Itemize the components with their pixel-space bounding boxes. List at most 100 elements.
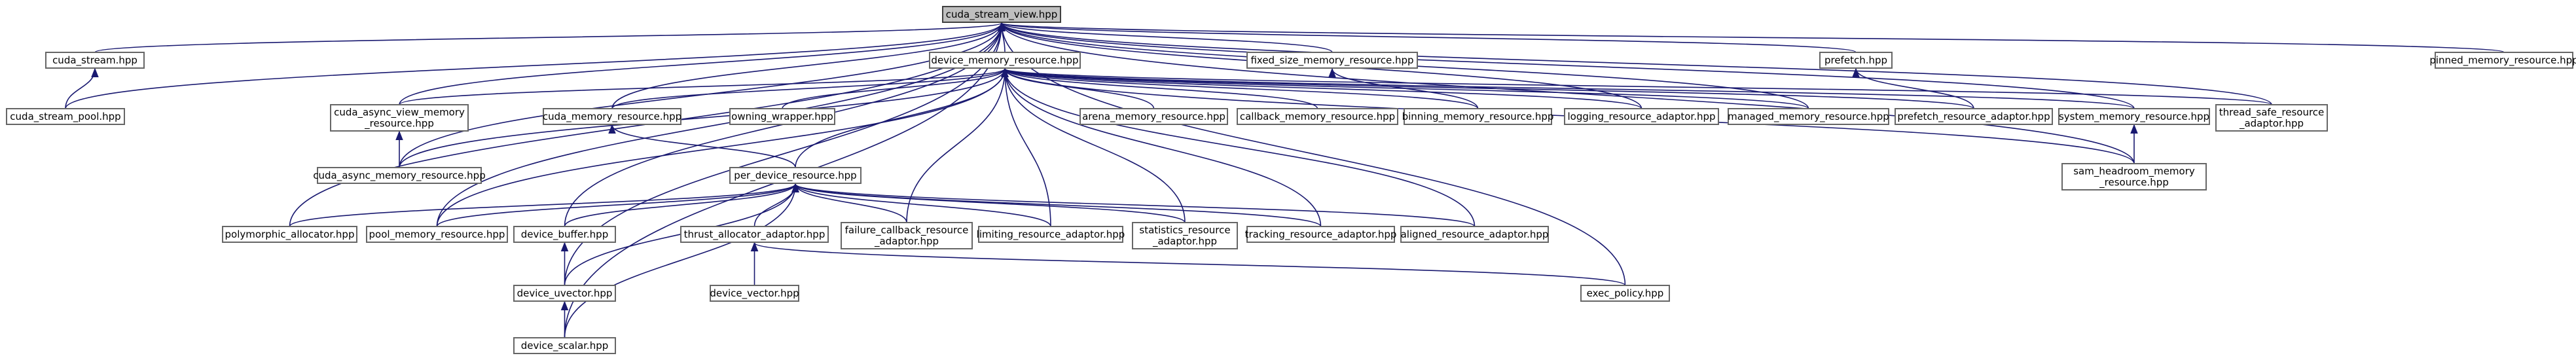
node-box (1246, 226, 1395, 243)
node-ow[interactable]: owning_wrapper.hpp (729, 108, 835, 125)
edge-lra-to-dmr (1001, 67, 1642, 109)
node-box (1404, 108, 1552, 125)
node-fsmr[interactable]: fixed_size_memory_resource.hpp (1246, 52, 1418, 69)
node-box (2215, 104, 2328, 132)
node-label: sam_headroom_memory (2073, 166, 2195, 178)
node-box (1132, 222, 1238, 249)
node-pf[interactable]: prefetch.hpp (1819, 52, 1893, 69)
edge-camr-to-dmr (399, 67, 1009, 168)
node-tsra[interactable]: thread_safe_resource_adaptor.hpp (2215, 104, 2328, 132)
node-label: cuda_stream.hpp (52, 54, 137, 67)
edge-tsra-to-csv (998, 22, 2272, 105)
edge-fsmr-to-csv (998, 22, 1333, 53)
node-label: cuda_stream_pool.hpp (10, 111, 120, 123)
node-box (1564, 108, 1719, 125)
node-box (1728, 108, 1889, 125)
node-smr[interactable]: system_memory_resource.hpp (2058, 108, 2210, 125)
node-label: device_memory_resource.hpp (931, 54, 1078, 67)
node-box (841, 222, 973, 249)
node-box (942, 6, 1061, 23)
node-box (2061, 163, 2207, 190)
node-fcra[interactable]: failure_callback_resource_adaptor.hpp (841, 222, 973, 249)
node-box (513, 337, 616, 354)
node-pmr[interactable]: pinned_memory_resource.hpp (2429, 52, 2576, 69)
node-poolmr[interactable]: pool_memory_resource.hpp (366, 226, 508, 243)
node-label: _resource.hpp (2099, 177, 2169, 189)
node-lra[interactable]: logging_resource_adaptor.hpp (1564, 108, 1719, 125)
node-dsc[interactable]: device_scalar.hpp (513, 337, 616, 354)
node-lima[interactable]: limiting_resource_adaptor.hpp (977, 226, 1125, 243)
edge-shmr-to-csv (998, 22, 2135, 164)
node-bmr[interactable]: binning_memory_resource.hpp (1402, 108, 1554, 125)
edge-ara-to-pdr (791, 183, 1476, 227)
node-label: prefetch.hpp (1824, 54, 1887, 66)
node-ara[interactable]: aligned_resource_adaptor.hpp (1400, 226, 1549, 243)
edge-poolmr-to-pdr (436, 183, 799, 227)
node-db[interactable]: device_buffer.hpp (513, 226, 616, 243)
node-label: owning_wrapper.hpp (731, 111, 833, 123)
node-label: failure_callback_resource (845, 225, 969, 237)
node-label: device_uvector.hpp (517, 287, 613, 300)
node-label: cuda_async_view_memory (334, 107, 465, 119)
node-label: device_buffer.hpp (521, 228, 608, 241)
node-box (317, 167, 482, 184)
node-box (6, 108, 125, 125)
node-cavmr[interactable]: cuda_async_view_memory_resource.hpp (330, 104, 469, 132)
node-csv[interactable]: cuda_stream_view.hpp (942, 6, 1061, 23)
edge-lima-to-dmr (1001, 67, 1051, 227)
node-box (2058, 108, 2210, 125)
edge-tsra-to-dmr (1002, 67, 2272, 105)
node-box (1079, 108, 1228, 125)
node-box (1819, 52, 1893, 69)
node-box (729, 167, 862, 184)
node-ep[interactable]: exec_policy.hpp (1580, 285, 1670, 302)
node-shmr[interactable]: sam_headroom_memory_resource.hpp (2061, 163, 2207, 190)
node-box (1895, 108, 2053, 125)
node-pdr[interactable]: per_device_resource.hpp (729, 167, 862, 184)
node-csp[interactable]: cuda_stream_pool.hpp (6, 108, 125, 125)
node-box (1237, 108, 1398, 125)
node-mmr[interactable]: managed_memory_resource.hpp (1728, 108, 1889, 125)
edge-pfra-to-dmr (1001, 67, 1974, 109)
node-cbmr[interactable]: callback_memory_resource.hpp (1237, 108, 1398, 125)
node-label: arena_memory_resource.hpp (1082, 111, 1225, 123)
node-box (929, 52, 1081, 69)
node-label: binning_memory_resource.hpp (1402, 111, 1554, 123)
edge-cmr-to-dmr (611, 67, 1009, 109)
node-tra[interactable]: tracking_resource_adaptor.hpp (1245, 226, 1397, 243)
node-cs[interactable]: cuda_stream.hpp (45, 52, 145, 69)
edge-bmr-to-fsmr (1328, 67, 1479, 109)
node-label: fixed_size_memory_resource.hpp (1250, 54, 1413, 67)
node-dmr[interactable]: device_memory_resource.hpp (929, 52, 1081, 69)
edge-cbmr-to-dmr (1001, 67, 1318, 109)
node-cmr[interactable]: cuda_memory_resource.hpp (543, 108, 681, 125)
node-label: managed_memory_resource.hpp (1728, 111, 1889, 123)
node-taa[interactable]: thrust_allocator_adaptor.hpp (680, 226, 829, 243)
node-label: device_vector.hpp (710, 287, 799, 300)
node-camr[interactable]: cuda_async_memory_resource.hpp (313, 167, 486, 184)
edge-csp-to-cs (65, 67, 99, 109)
edge-ow-to-dmr (782, 67, 1009, 109)
node-pfra[interactable]: prefetch_resource_adaptor.hpp (1895, 108, 2053, 125)
node-label: thread_safe_resource (2219, 107, 2325, 119)
node-dv[interactable]: device_vector.hpp (710, 285, 799, 302)
edge-pfra-to-pf (1852, 67, 1974, 109)
node-label: tracking_resource_adaptor.hpp (1245, 228, 1397, 241)
node-box (513, 285, 616, 302)
edge-cs-to-csv (94, 22, 1005, 53)
node-label: aligned_resource_adaptor.hpp (1401, 228, 1549, 241)
node-label: limiting_resource_adaptor.hpp (977, 228, 1125, 241)
edge-db-to-pdr (564, 183, 799, 227)
edge-duv-to-pdr (564, 183, 799, 286)
edge-tra-to-dmr (1001, 67, 1322, 227)
node-box (366, 226, 508, 243)
edge-cavmr-to-csv (399, 22, 1006, 105)
node-box (2435, 52, 2573, 69)
node-duv[interactable]: device_uvector.hpp (513, 285, 616, 302)
node-pa[interactable]: polymorphic_allocator.hpp (222, 226, 357, 243)
node-amr[interactable]: arena_memory_resource.hpp (1079, 108, 1228, 125)
edge-ara-to-dmr (1001, 67, 1476, 227)
node-sra[interactable]: statistics_resource_adaptor.hpp (1132, 222, 1238, 249)
node-label: pinned_memory_resource.hpp (2429, 54, 2576, 67)
